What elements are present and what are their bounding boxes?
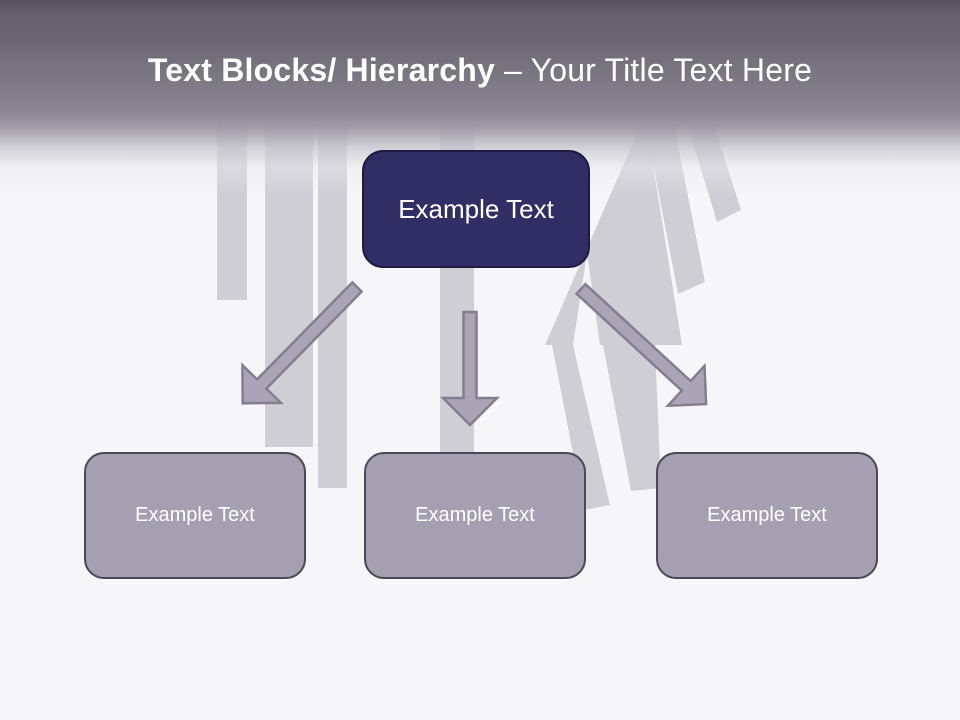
child-text-block-2[interactable]: Example Text [364,452,586,579]
root-text-block[interactable]: Example Text [362,150,590,268]
child-text-block-3-label: Example Text [707,504,827,526]
child-text-block-3[interactable]: Example Text [656,452,878,579]
connector-arrow-left[interactable] [241,280,364,405]
slide-title-subtitle: – Your Title Text Here [504,52,813,88]
child-text-block-2-label: Example Text [415,504,535,526]
slide-title[interactable]: Text Blocks/ Hierarchy – Your Title Text… [0,50,960,90]
connector-arrow-right[interactable] [574,282,708,408]
connector-arrow-center[interactable] [439,310,501,427]
slide-title-bold: Text Blocks/ Hierarchy [147,52,495,88]
child-text-block-1-label: Example Text [135,504,255,526]
root-text-block-label: Example Text [398,193,554,224]
child-text-block-1[interactable]: Example Text [84,452,306,579]
